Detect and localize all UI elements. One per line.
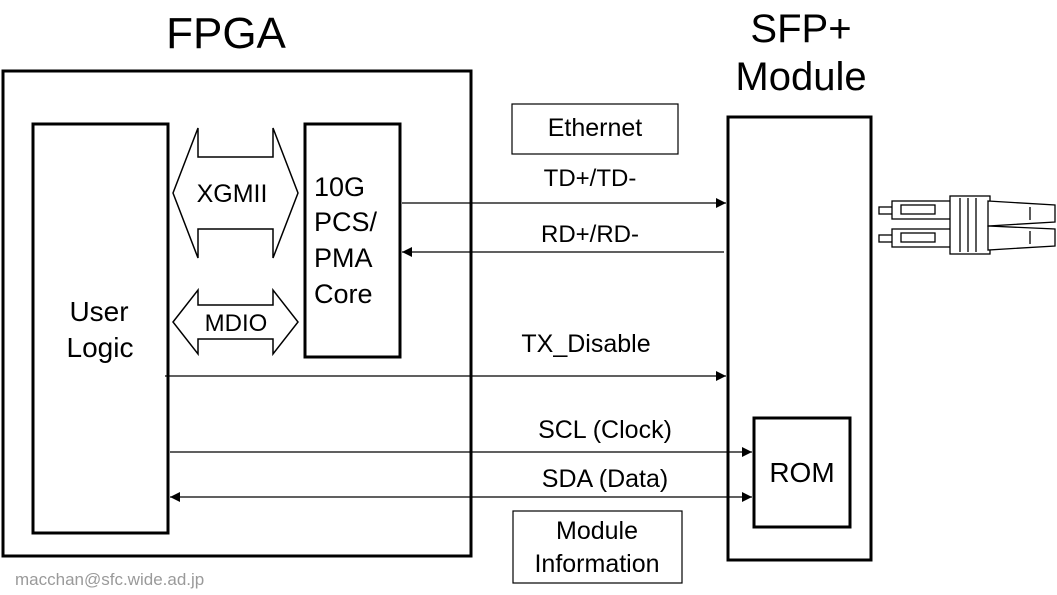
fpga-box xyxy=(1,69,473,558)
xgmii-label: XGMII xyxy=(197,180,268,208)
sda-label: SDA (Data) xyxy=(542,465,668,493)
pcs-label-line4: Core xyxy=(314,279,373,309)
pcs-label-line2: PCS/ xyxy=(314,207,378,237)
author-credit: macchan@sfc.wide.ad.jp xyxy=(15,570,204,589)
scl-label: SCL (Clock) xyxy=(538,416,672,444)
module-info-line1: Module xyxy=(556,517,638,545)
ethernet-group-box xyxy=(511,103,679,155)
lc-fiber-connector-icon xyxy=(878,195,1056,255)
fpga-title: FPGA xyxy=(166,9,286,58)
mdio-bus-arrow xyxy=(172,287,299,357)
rom-label: ROM xyxy=(769,457,834,488)
pcs-pma-core-block xyxy=(303,122,402,359)
td-signal-label: TD+/TD- xyxy=(544,165,637,192)
sfp-title-line1: SFP+ xyxy=(750,7,851,51)
rd-signal-label: RD+/RD- xyxy=(541,221,639,248)
user-logic-label-line2: Logic xyxy=(67,332,134,363)
pcs-label-line3: PMA xyxy=(314,243,373,273)
mdio-label: MDIO xyxy=(205,310,268,337)
ethernet-label: Ethernet xyxy=(548,114,643,142)
module-info-box xyxy=(512,510,683,584)
rom-block xyxy=(752,416,852,529)
pcs-label-line1: 10G xyxy=(314,172,365,202)
module-info-line2: Information xyxy=(534,550,659,578)
xgmii-bus-arrow xyxy=(172,127,299,259)
user-logic-block xyxy=(31,122,170,535)
sfp-title-line2: Module xyxy=(735,55,866,99)
sfp-module-box xyxy=(726,115,873,562)
user-logic-label-line1: User xyxy=(69,296,128,327)
tx-disable-label: TX_Disable xyxy=(521,330,650,358)
